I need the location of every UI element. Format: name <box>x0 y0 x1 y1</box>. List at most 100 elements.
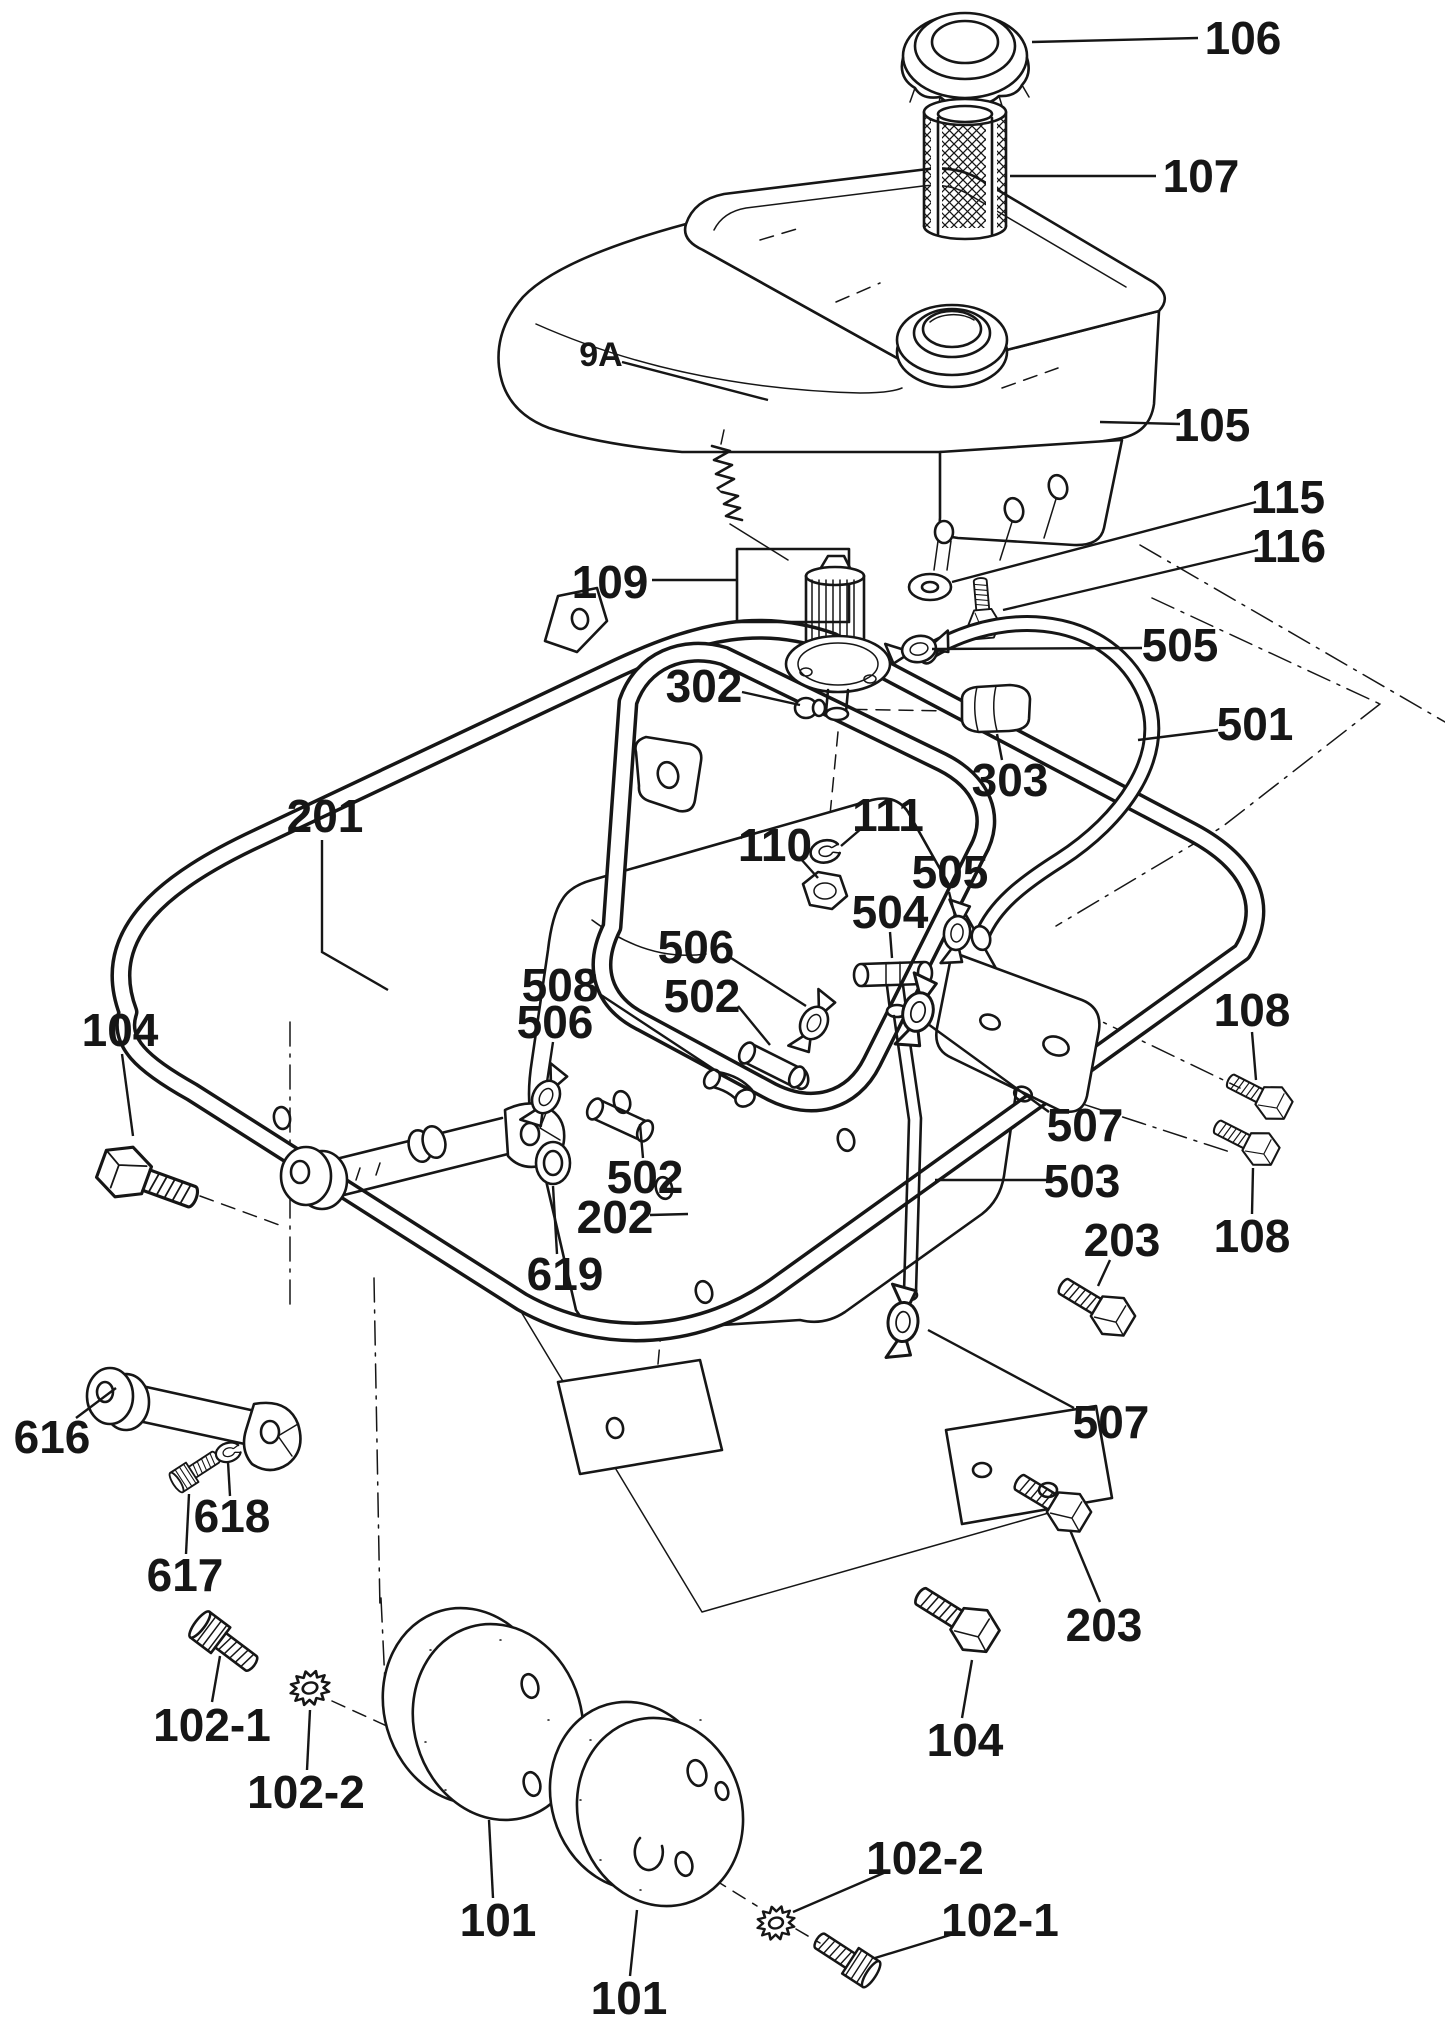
leader-616 <box>75 1387 117 1419</box>
star-washer-102-2-b <box>752 1900 800 1946</box>
leader-115 <box>951 500 1257 584</box>
leader-9a <box>621 360 769 402</box>
leader-116 <box>1002 548 1259 612</box>
part-label-508: 508 <box>522 959 599 1011</box>
bracket-box-109 <box>735 547 851 624</box>
base-plate <box>519 1309 1114 1613</box>
spring-b <box>720 490 744 522</box>
part-label-503: 503 <box>1044 1155 1121 1207</box>
foot-plate-left <box>556 1358 724 1476</box>
part-label-616: 616 <box>14 1411 91 1463</box>
part-label-506-a: 506 <box>658 921 735 973</box>
grommet-619 <box>534 1140 572 1186</box>
frame-201 <box>110 586 1266 1343</box>
leader-508 <box>600 993 725 1078</box>
socket-screw-102-1-a <box>184 1607 266 1680</box>
bolt-203-a <box>1048 1265 1142 1345</box>
tank-bracket <box>938 438 1124 547</box>
leader-203-a <box>1096 1259 1112 1287</box>
part-label-107: 107 <box>1163 150 1240 202</box>
part-label-106: 106 <box>1205 12 1282 64</box>
part-label-619: 619 <box>527 1248 604 1300</box>
roller-bracket-616 <box>85 1366 302 1472</box>
part-label-110: 110 <box>738 819 812 871</box>
part-label-507-b: 507 <box>1073 1396 1150 1448</box>
part-label-506-b: 506 <box>517 996 594 1048</box>
part-label-303: 303 <box>972 754 1049 806</box>
part-label-505-b: 505 <box>912 846 989 898</box>
part-label-203-a: 203 <box>1084 1214 1161 1266</box>
weight-disc-101-b <box>548 1700 745 1908</box>
part-label-116: 116 <box>1252 520 1326 572</box>
leader-202 <box>649 1212 689 1217</box>
leader-110 <box>799 857 819 879</box>
part-label-108-a: 108 <box>1214 984 1291 1036</box>
leader-504 <box>888 931 894 959</box>
leader-617 <box>184 1493 191 1555</box>
fuel-strainer-107 <box>922 97 1008 241</box>
fuel-hose-508 <box>702 1068 756 1108</box>
leader-502-b <box>638 1123 645 1159</box>
leader-201 <box>320 840 389 992</box>
part-label-101-a: 101 <box>460 1894 537 1946</box>
part-label-617: 617 <box>147 1549 224 1601</box>
leader-102-2-a <box>305 1709 312 1771</box>
part-label-105: 105 <box>1174 399 1251 451</box>
part-label-202: 202 <box>577 1191 654 1243</box>
leader-102-2-b <box>792 1870 887 1914</box>
tank-mount-boss <box>933 519 955 545</box>
part-label-502-a: 502 <box>664 970 741 1022</box>
leader-501 <box>1137 728 1219 742</box>
weight-disc-101-a <box>381 1606 585 1822</box>
bolt-104-a <box>90 1137 207 1225</box>
washer-115 <box>907 572 953 602</box>
leader-303 <box>995 733 1004 761</box>
star-washer-102-2-a <box>284 1664 336 1712</box>
spring-a <box>710 444 736 490</box>
part-label-507-a: 507 <box>1047 1099 1124 1151</box>
part-label-102-1-a: 102-1 <box>153 1699 271 1751</box>
part-label-102-2-a: 102-2 <box>247 1766 365 1818</box>
part-label-104-a: 104 <box>82 1004 159 1056</box>
plug-302 <box>793 696 827 720</box>
frame-lug-a <box>634 735 703 813</box>
fuel-hose-502-a <box>737 1041 807 1089</box>
leader-101-b <box>628 1909 639 1977</box>
fuel-hose-501 <box>918 615 1161 952</box>
leader-302 <box>741 690 801 707</box>
fuel-tank-105 <box>497 167 1167 571</box>
leader-104-b <box>960 1659 974 1719</box>
leader-102-1-a <box>210 1655 222 1703</box>
leader-102-1-b <box>874 1930 961 1960</box>
part-label-504: 504 <box>852 886 929 938</box>
bolt-108-a <box>1219 1063 1298 1127</box>
leader-506-b <box>545 1041 555 1083</box>
part-label-618: 618 <box>194 1490 271 1542</box>
part-label-108-b: 108 <box>1214 1210 1291 1262</box>
fuel-filter-assembly-109 <box>710 429 892 722</box>
leader-111 <box>840 827 863 847</box>
leader-507-b <box>927 1328 1075 1410</box>
leader-506-a <box>730 956 807 1008</box>
part-label-9a: 9A <box>579 336 622 374</box>
leader-108-b <box>1250 1167 1255 1215</box>
part-label-111: 111 <box>852 789 924 841</box>
leader-505-b <box>947 891 957 917</box>
leader-104-a <box>120 1053 135 1137</box>
fuel-cap-106 <box>900 11 1030 115</box>
bolt-104-b <box>904 1573 1007 1663</box>
side-bracket-plate <box>935 950 1101 1114</box>
part-label-201: 201 <box>287 790 364 842</box>
part-label-203-b: 203 <box>1066 1599 1143 1651</box>
part-label-109: 109 <box>572 556 649 608</box>
leader-106 <box>1031 36 1199 44</box>
leader-502-a <box>737 1005 771 1046</box>
nut-110 <box>801 870 849 911</box>
leader-108-a <box>1250 1031 1258 1081</box>
part-label-102-2-b: 102-2 <box>866 1832 984 1884</box>
part-label-302: 302 <box>666 660 743 712</box>
leader-105 <box>1099 420 1181 426</box>
